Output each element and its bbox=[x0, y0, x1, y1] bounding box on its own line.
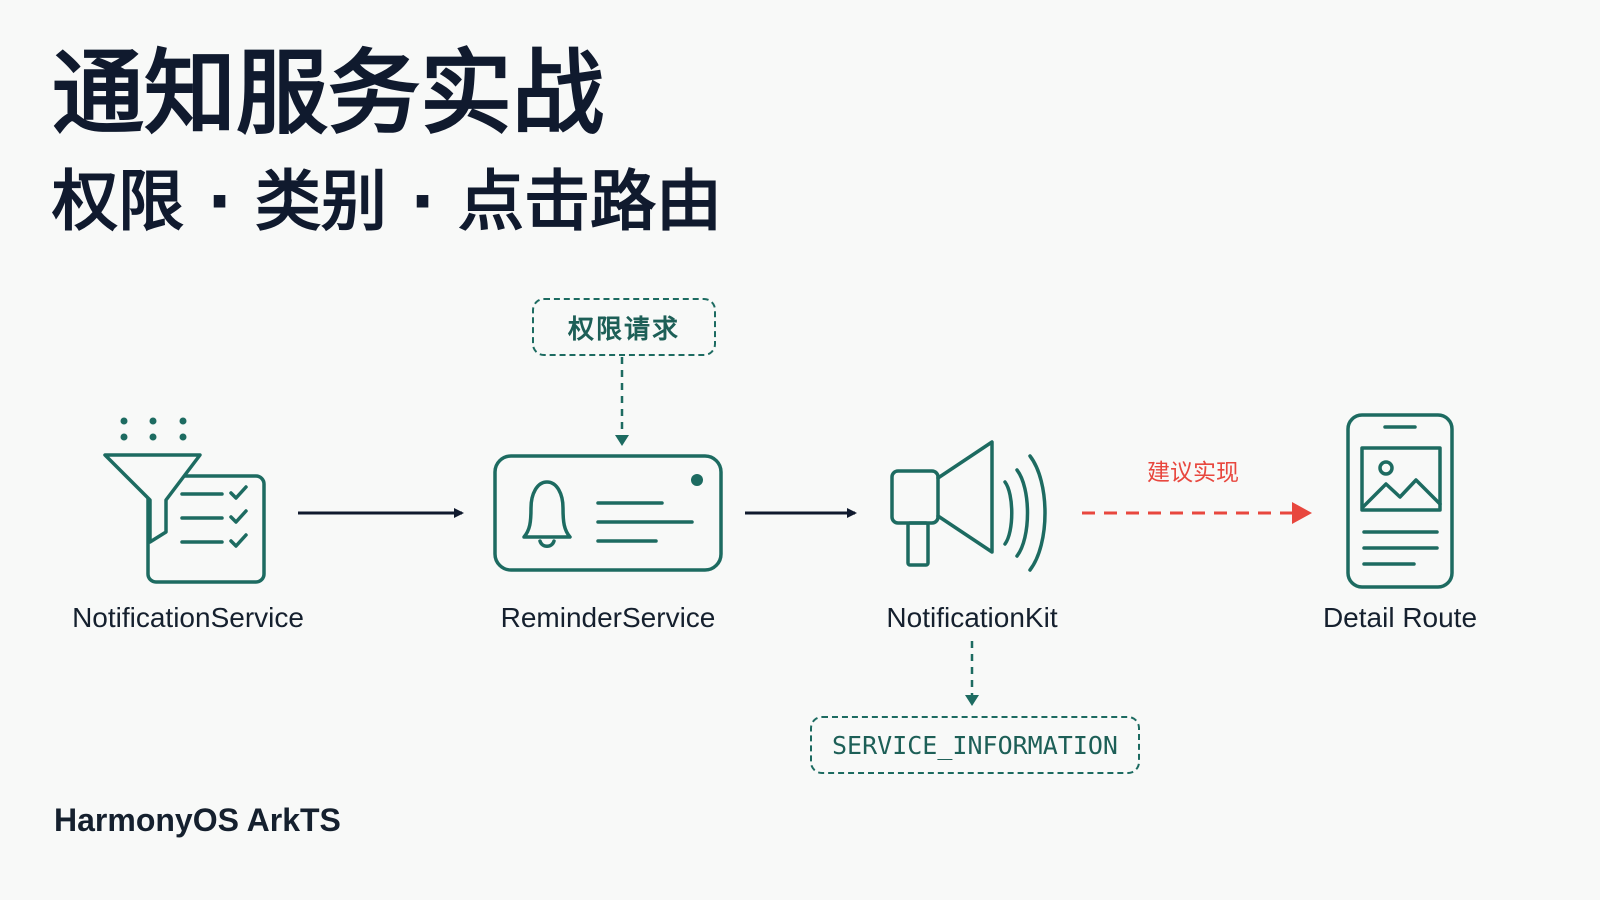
megaphone-icon bbox=[890, 440, 1047, 572]
suggested-label: 建议实现 bbox=[1147, 460, 1239, 486]
node-label-notification-service: NotificationService bbox=[72, 602, 304, 633]
service-information-box: SERVICE_INFORMATION bbox=[810, 716, 1140, 774]
node-label-reminder-service: ReminderService bbox=[500, 602, 716, 633]
permission-request-box: 权限请求 bbox=[532, 298, 716, 356]
node-label-detail-route: Detail Route bbox=[1322, 602, 1478, 633]
page-subtitle: 权限 · 类别 · 点击路由 bbox=[52, 163, 723, 240]
phone-image-icon bbox=[1346, 413, 1454, 589]
filter-checklist-icon bbox=[103, 417, 266, 584]
footer-brand: HarmonyOS ArkTS bbox=[54, 802, 341, 838]
page-title: 通知服务实战 bbox=[52, 40, 605, 147]
suggested-arrow-head bbox=[1292, 502, 1312, 524]
permission-connector-head bbox=[615, 435, 629, 446]
category-connector-head bbox=[965, 695, 979, 706]
bell-card-icon bbox=[493, 454, 723, 572]
node-label-notification-kit: NotificationKit bbox=[886, 602, 1058, 633]
